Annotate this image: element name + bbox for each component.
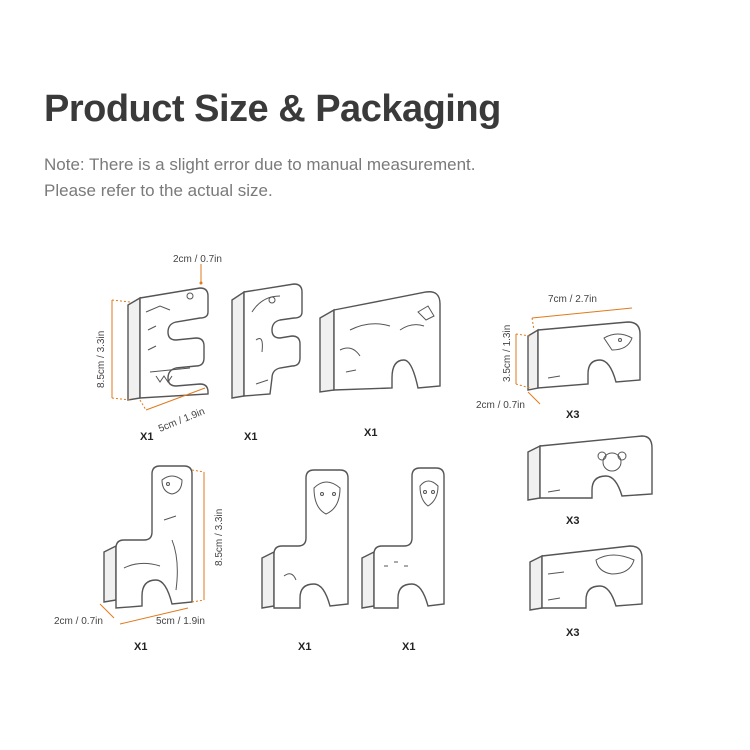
small-animal-block: [527, 321, 641, 391]
e-shaped-block: [127, 287, 209, 401]
small-block-height-label: 3.5cm / 1.3in: [502, 325, 513, 382]
bird-e-block-qty: X1: [244, 431, 257, 443]
note-line-1: Note: There is a slight error due to man…: [44, 155, 476, 174]
giraffe-block-depth-label: 5cm / 1.9in: [156, 616, 205, 627]
giraffe-block-qty: X1: [134, 641, 147, 653]
koala-block: [527, 435, 653, 501]
koala-block-qty: X3: [566, 515, 579, 527]
giraffe-block-height-label: 8.5cm / 3.3in: [214, 509, 225, 566]
e-block-height-label: 8.5cm / 3.3in: [96, 331, 107, 388]
small-block-width-label: 2cm / 0.7in: [476, 400, 525, 411]
giraffe-block-dimensions: [99, 469, 205, 625]
small-block-qty: X3: [566, 409, 579, 421]
horse-block: [261, 469, 349, 609]
measurement-note: Note: There is a slight error due to man…: [44, 152, 476, 204]
page-title: Product Size & Packaging: [44, 88, 501, 130]
giraffe-block: [103, 465, 193, 609]
small-block-length-label: 7cm / 2.7in: [548, 294, 597, 305]
deer-block: [361, 467, 445, 609]
e-block-qty: X1: [140, 431, 153, 443]
e-block-width-label: 2cm / 0.7in: [173, 254, 222, 265]
bird-bull-block-qty: X1: [364, 427, 377, 439]
small-block-dimensions: [515, 307, 633, 405]
e-block-depth-label: 5cm / 1.9in: [157, 406, 206, 435]
giraffe-block-width-label: 2cm / 0.7in: [54, 616, 103, 627]
deer-block-qty: X1: [402, 641, 415, 653]
hippo-block-qty: X3: [566, 627, 579, 639]
bird-e-block: [231, 283, 303, 399]
note-line-2: Please refer to the actual size.: [44, 181, 273, 200]
horse-block-qty: X1: [298, 641, 311, 653]
bird-bull-block: [319, 291, 441, 393]
e-block-dimensions: [111, 264, 206, 411]
hippo-block: [529, 545, 643, 611]
